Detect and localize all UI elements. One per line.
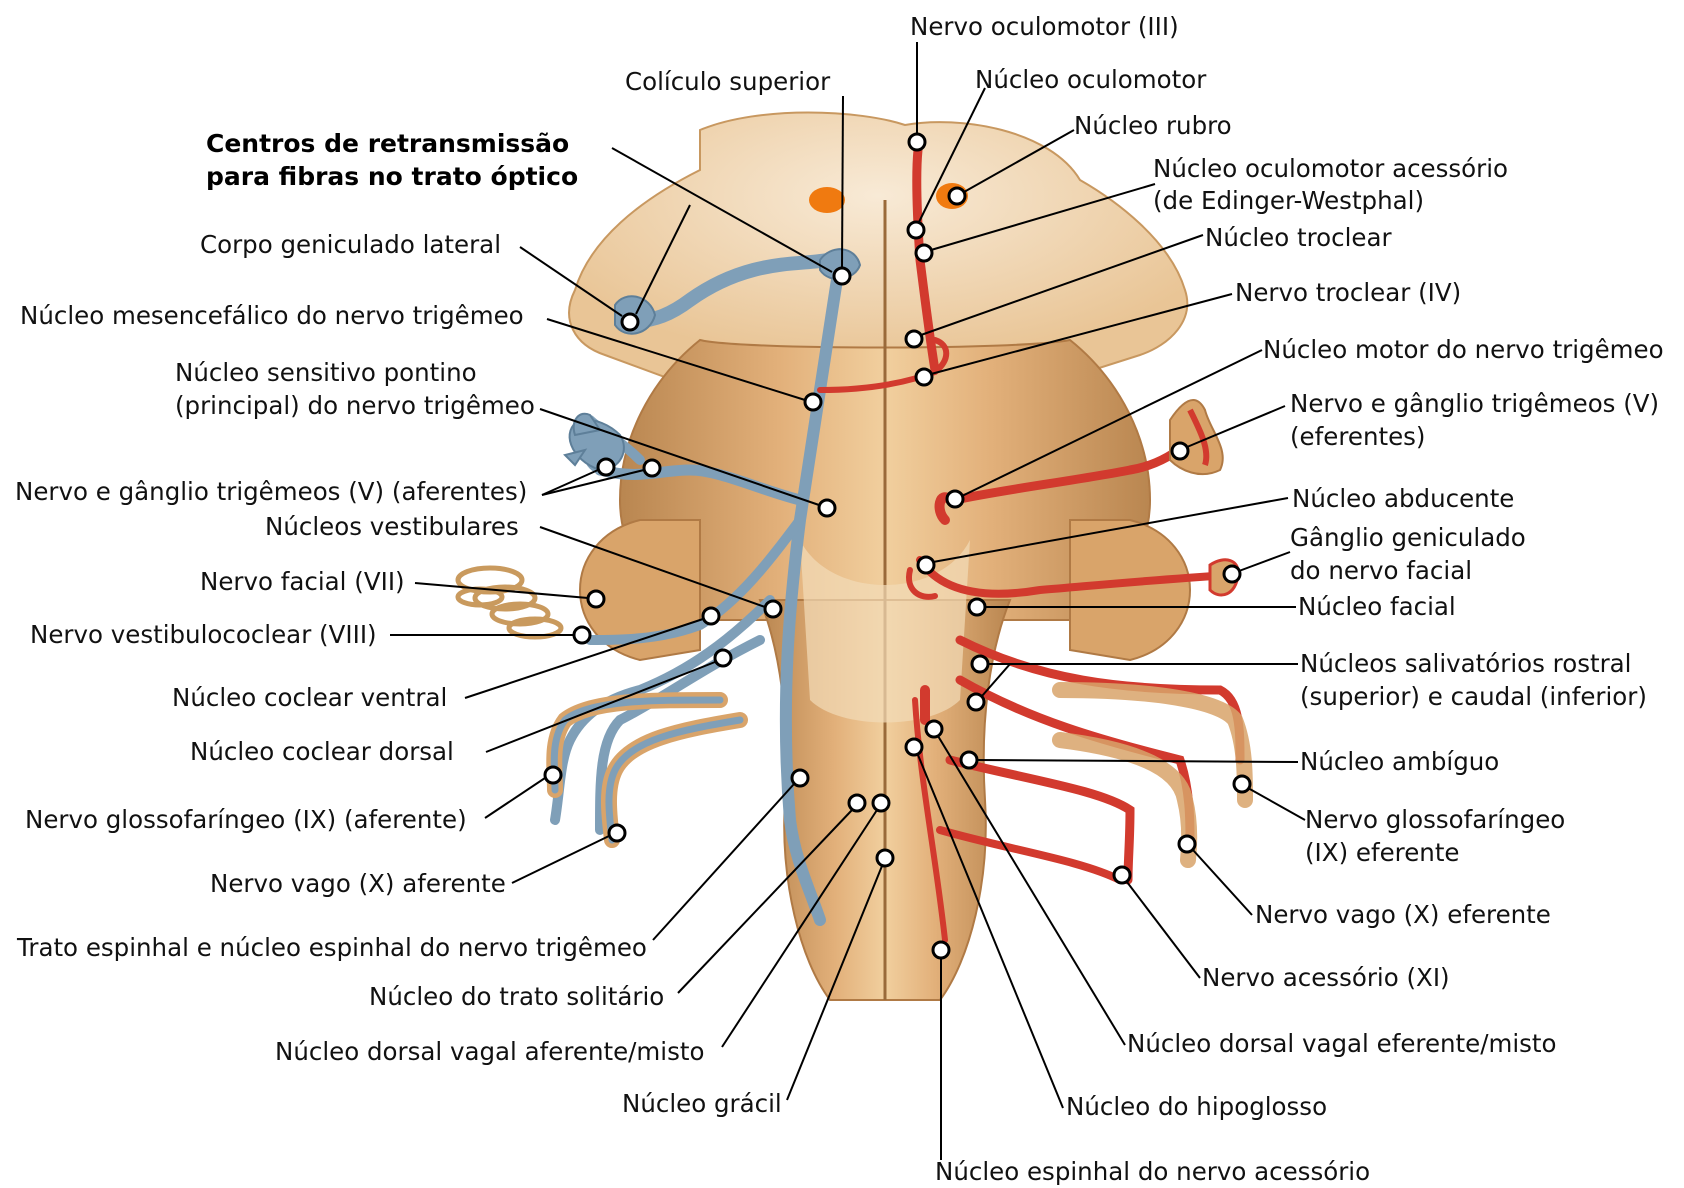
label-coliculo: Colículo superior	[625, 67, 831, 96]
label-glosso-aferente: Nervo glossofaríngeo (IX) (aferente)	[25, 805, 467, 834]
label-dorsal-vagal-aferente: Núcleo dorsal vagal aferente/misto	[275, 1037, 704, 1066]
label-oculomotor-nucleo: Núcleo oculomotor	[975, 65, 1207, 94]
label-oculomotor-acessorio-1: Núcleo oculomotor acessório	[1153, 154, 1508, 183]
label-acessorio: Nervo acessório (XI)	[1202, 963, 1450, 992]
dot-red-nucleus	[949, 188, 965, 204]
label-coclear-dorsal: Núcleo coclear dorsal	[190, 737, 454, 766]
label-rubro: Núcleo rubro	[1074, 111, 1232, 140]
label-facial: Nervo facial (VII)	[200, 567, 405, 596]
leader-glosso-eferente	[1248, 788, 1305, 820]
label-glosso-eferente-2: (IX) eferente	[1305, 838, 1460, 867]
dot-hypoglossal	[926, 721, 942, 737]
label-geniculado: Corpo geniculado lateral	[200, 230, 501, 259]
label-trigemeos-eferentes-2: (eferentes)	[1290, 422, 1425, 451]
dot-accessory-nerve	[1114, 867, 1130, 883]
dot-gracile	[877, 850, 893, 866]
dot-facial-nerve	[588, 591, 604, 607]
label-troclear-nervo: Nervo troclear (IV)	[1235, 278, 1461, 307]
leader-vago-eferente	[1193, 850, 1252, 915]
label-troclear-nucleo: Núcleo troclear	[1205, 223, 1392, 252]
label-centros-line2: para fibras no trato óptico	[206, 162, 578, 191]
dot-salivatory-rostral	[972, 656, 988, 672]
dot-ambiguus	[961, 752, 977, 768]
brainstem-illustration	[458, 113, 1245, 1001]
label-dorsal-vagal-eferente: Núcleo dorsal vagal eferente/misto	[1127, 1029, 1557, 1058]
dot-trochlear-nucleus	[906, 331, 922, 347]
dot-solitary-tract	[849, 795, 865, 811]
leader-coliculo	[842, 96, 843, 268]
leader-glosso-aferente	[485, 778, 545, 818]
dot-abducens	[918, 557, 934, 573]
dot-spinal-accessory	[906, 739, 922, 755]
label-geniculado-facial-1: Gânglio geniculado	[1290, 523, 1526, 552]
dot-dorsal-cochlear	[715, 650, 731, 666]
dot-spinal-trigeminal	[792, 770, 808, 786]
label-abducente: Núcleo abducente	[1292, 484, 1514, 513]
label-nucleo-facial: Núcleo facial	[1298, 592, 1456, 621]
dot-glossopharyngeal-efferent	[1234, 776, 1250, 792]
dot-edinger-westphal	[916, 245, 932, 261]
dot-trigeminal-afferent-1	[598, 459, 614, 475]
dot-vestibulocochlear	[574, 627, 590, 643]
label-mesencefalico: Núcleo mesencefálico do nervo trigêmeo	[20, 301, 524, 330]
dot-mesencephalic-nucleus	[805, 394, 821, 410]
label-hipoglosso: Núcleo do hipoglosso	[1066, 1092, 1327, 1121]
dot-spinal-accessory-lower	[933, 942, 949, 958]
label-vago-aferente: Nervo vago (X) aferente	[210, 869, 506, 898]
leader-trato-espinhal	[653, 784, 794, 940]
left-orange-nucleus	[809, 187, 845, 213]
dot-motor-trigeminal	[947, 491, 963, 507]
dot-glossopharyngeal-afferent	[545, 767, 561, 783]
label-trato-solitario: Núcleo do trato solitário	[369, 982, 664, 1011]
label-oculomotor-acessorio-2: (de Edinger-Westphal)	[1153, 186, 1424, 215]
right-trigeminal-ganglion	[1170, 400, 1223, 474]
dot-geniculate-facial	[1224, 566, 1240, 582]
label-vestibulares: Núcleos vestibulares	[265, 512, 519, 541]
label-motor-trigemeo: Núcleo motor do nervo trigêmeo	[1263, 335, 1664, 364]
label-trigemeos-eferentes-1: Nervo e gânglio trigêmeos (V)	[1290, 389, 1659, 418]
label-sensitivo-2: (principal) do nervo trigêmeo	[175, 391, 535, 420]
dot-vagus-afferent	[609, 825, 625, 841]
dot-principal-sensory	[819, 500, 835, 516]
label-gracil: Núcleo grácil	[622, 1089, 782, 1118]
label-espinhal-acessorio: Núcleo espinhal do nervo acessório	[935, 1157, 1370, 1186]
label-coclear-ventral: Núcleo coclear ventral	[172, 683, 447, 712]
dot-superior-colliculus	[834, 268, 850, 284]
label-oculomotor-nervo: Nervo oculomotor (III)	[910, 12, 1179, 41]
dot-oculomotor-nerve	[909, 134, 925, 150]
label-trato-espinhal: Trato espinhal e núcleo espinhal do nerv…	[16, 933, 647, 962]
label-trigemeos-aferentes: Nervo e gânglio trigêmeos (V) (aferentes…	[15, 477, 527, 506]
leader-geniculado-facial	[1239, 552, 1290, 571]
label-salivatorios-1: Núcleos salivatórios rostral	[1300, 649, 1631, 678]
leader-vago-aferente	[512, 836, 609, 883]
label-glosso-eferente-1: Nervo glossofaríngeo	[1305, 805, 1565, 834]
dot-trochlear-nerve	[916, 369, 932, 385]
dot-trigeminal-afferent-2	[644, 460, 660, 476]
dot-lateral-geniculate	[622, 314, 638, 330]
label-ambiguo: Núcleo ambíguo	[1300, 747, 1499, 776]
right-lower-nerve-roots	[1060, 690, 1245, 860]
left-trigeminal-ganglion	[565, 414, 624, 470]
left-coiled-nerve	[458, 568, 561, 637]
dot-facial-nucleus	[969, 599, 985, 615]
dot-vagus-efferent	[1179, 836, 1195, 852]
label-geniculado-facial-2: do nervo facial	[1290, 556, 1472, 585]
label-vago-eferente: Nervo vago (X) eferente	[1255, 900, 1551, 929]
dot-dorsal-vagal-afferent	[873, 795, 889, 811]
leader-acessorio	[1127, 882, 1200, 978]
dot-trigeminal-efferent	[1172, 443, 1188, 459]
label-sensitivo-1: Núcleo sensitivo pontino	[175, 358, 477, 387]
label-centros-line1: Centros de retransmissão	[206, 129, 569, 158]
label-vestibulococlear: Nervo vestibulococlear (VIII)	[30, 620, 377, 649]
dot-vestibular-nuclei	[765, 601, 781, 617]
right-pons-flare	[1070, 520, 1190, 660]
dot-oculomotor-nucleus	[908, 222, 924, 238]
dot-ventral-cochlear	[703, 608, 719, 624]
dot-salivatory-caudal	[968, 694, 984, 710]
label-salivatorios-2: (superior) e caudal (inferior)	[1300, 682, 1647, 711]
